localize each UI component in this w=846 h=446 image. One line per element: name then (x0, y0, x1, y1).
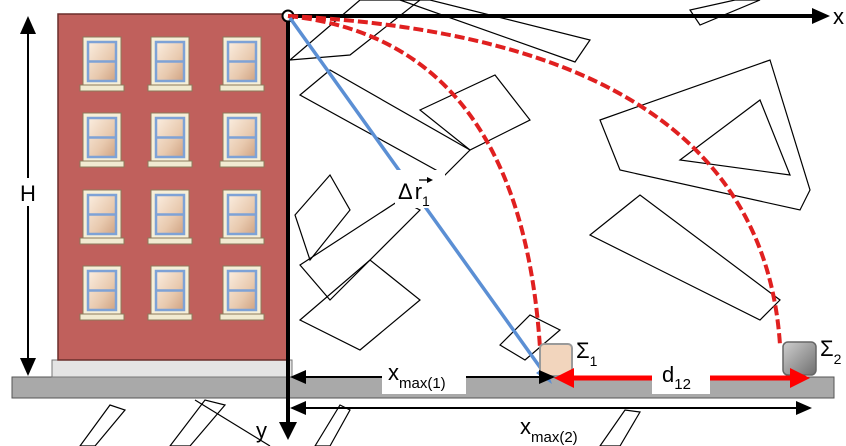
svg-text:Δr1: Δr1 (398, 179, 430, 209)
window-icon (219, 189, 265, 245)
window-icon (79, 189, 125, 245)
window-icon (79, 36, 125, 92)
building-icon (51, 13, 293, 378)
window-icon (79, 265, 125, 321)
window-icon (219, 112, 265, 168)
background-shapes (79, 0, 811, 446)
window-icon (79, 112, 125, 168)
x-axis-label: x (833, 4, 844, 29)
y-axis-label: y (256, 418, 267, 443)
sigma2-block (782, 341, 817, 376)
sigma2-label: Σ2 (820, 336, 842, 367)
window-icon (147, 189, 193, 245)
xmax1-label: xmax(1) (388, 360, 446, 392)
window-icon (147, 36, 193, 92)
height-label: H (20, 181, 36, 206)
xmax1-dimension (290, 360, 555, 394)
xmax2-dimension (290, 401, 812, 415)
displacement-label: Δr1 (398, 177, 433, 209)
height-dimension (18, 16, 38, 376)
xmax2-label: xmax(2) (520, 414, 578, 446)
sigma1-label: Σ1 (576, 338, 598, 369)
window-icon (147, 265, 193, 321)
window-icon (219, 265, 265, 321)
d12-label: d12 (662, 362, 691, 393)
window-icon (219, 36, 265, 92)
sigma1-block (539, 343, 573, 377)
window-icon (147, 112, 193, 168)
trajectory-curves (287, 14, 782, 349)
d12-arrow (554, 360, 810, 394)
axes (279, 8, 830, 440)
